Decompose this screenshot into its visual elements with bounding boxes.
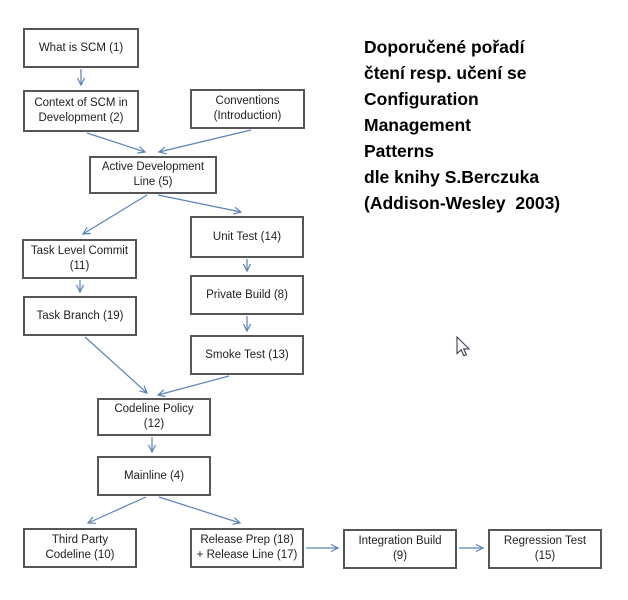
arrow-conventions-to-adl xyxy=(159,129,252,152)
annotation-text: Doporučené pořadí čtení resp. učení se C… xyxy=(364,37,561,213)
node-release-prep: Release Prep (18) + Release Line (17) xyxy=(190,528,304,568)
arrow-adl-to-tasklevelcommit xyxy=(83,194,148,234)
node-integration-build: Integration Build (9) xyxy=(343,529,457,569)
node-task-branch: Task Branch (19) xyxy=(23,296,137,336)
arrow-taskbranch-to-codelinepolicy xyxy=(84,336,147,393)
mouse-cursor-icon xyxy=(456,336,471,357)
node-codeline-policy: Codeline Policy (12) xyxy=(97,398,211,436)
node-mainline: Mainline (4) xyxy=(97,456,211,496)
node-regression-test: Regression Test (15) xyxy=(488,529,602,569)
arrow-mainline-to-thirdparty xyxy=(88,496,147,523)
node-conventions: Conventions (Introduction) xyxy=(190,89,305,129)
node-third-party-codeline: Third Party Codeline (10) xyxy=(23,528,137,568)
node-context-of-scm: Context of SCM in Development (2) xyxy=(23,90,139,132)
node-private-build: Private Build (8) xyxy=(190,275,304,315)
arrow-context-to-adl xyxy=(86,132,145,152)
arrow-smoketest-to-codelinepolicy xyxy=(158,375,230,395)
node-active-development-line: Active Development Line (5) xyxy=(89,156,217,194)
node-task-level-commit: Task Level Commit (11) xyxy=(22,239,137,279)
arrow-adl-to-unittest xyxy=(157,194,241,212)
node-unit-test: Unit Test (14) xyxy=(190,216,304,258)
node-smoke-test: Smoke Test (13) xyxy=(190,335,304,375)
arrow-mainline-to-releaseprep xyxy=(158,496,240,523)
node-what-is-scm: What is SCM (1) xyxy=(23,28,139,68)
